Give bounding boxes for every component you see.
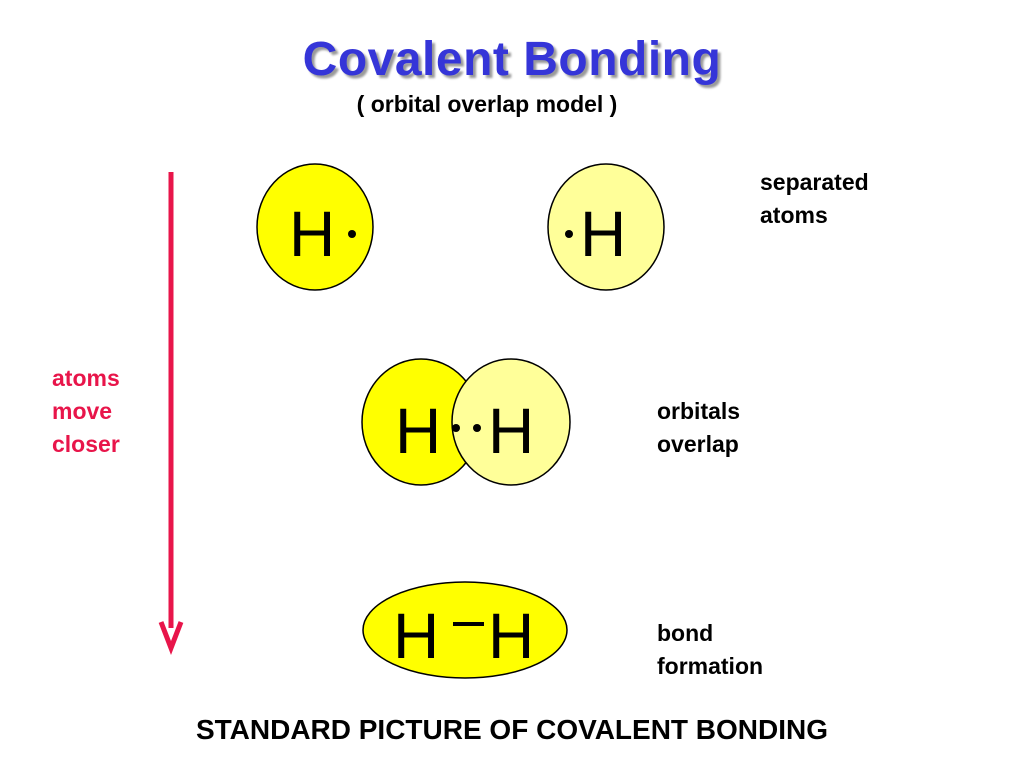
atom-right-symbol: H <box>488 395 534 467</box>
stage-label-overlap: orbitals overlap <box>657 395 740 461</box>
stage-label-separated: separated atoms <box>760 166 869 232</box>
stage-label-bond: bond formation <box>657 617 763 683</box>
move-label-line: closer <box>52 431 120 457</box>
move-arrow-head <box>158 621 184 655</box>
molecule-orbital <box>362 581 568 679</box>
atom-right-orbital <box>547 163 665 291</box>
slide-footer: STANDARD PICTURE OF COVALENT BONDING <box>195 714 829 745</box>
move-label-line: atoms <box>52 365 120 391</box>
atom-left-orbital <box>256 163 374 291</box>
stage-overlap: H H <box>361 358 571 486</box>
stage-separated: H H <box>256 163 665 291</box>
move-label-line: move <box>52 398 113 424</box>
stage-label-line: orbitals <box>657 398 741 424</box>
atom-left-symbol: H <box>395 395 441 467</box>
slide-title: Covalent Bonding <box>302 33 722 86</box>
atom-left-symbol: H <box>289 198 335 270</box>
atom-left-symbol: H <box>393 600 439 672</box>
electron-dot <box>473 424 481 432</box>
electron-dot <box>452 424 460 432</box>
electron-dot <box>565 230 573 238</box>
slide-subtitle: ( orbital overlap model ) <box>356 91 618 117</box>
move-label: atoms move closer <box>52 362 120 461</box>
stage-label-line: atoms <box>760 202 828 228</box>
electron-dot <box>348 230 356 238</box>
stage-label-line: overlap <box>657 431 739 457</box>
stage-label-line: separated <box>760 169 869 195</box>
atom-right-orbital <box>451 358 571 486</box>
stage-label-line: bond <box>657 620 714 646</box>
stage-label-line: formation <box>657 653 764 679</box>
atom-right-symbol: H <box>580 198 626 270</box>
atom-right-symbol: H <box>488 600 534 672</box>
stage-bond: H H <box>362 581 568 679</box>
